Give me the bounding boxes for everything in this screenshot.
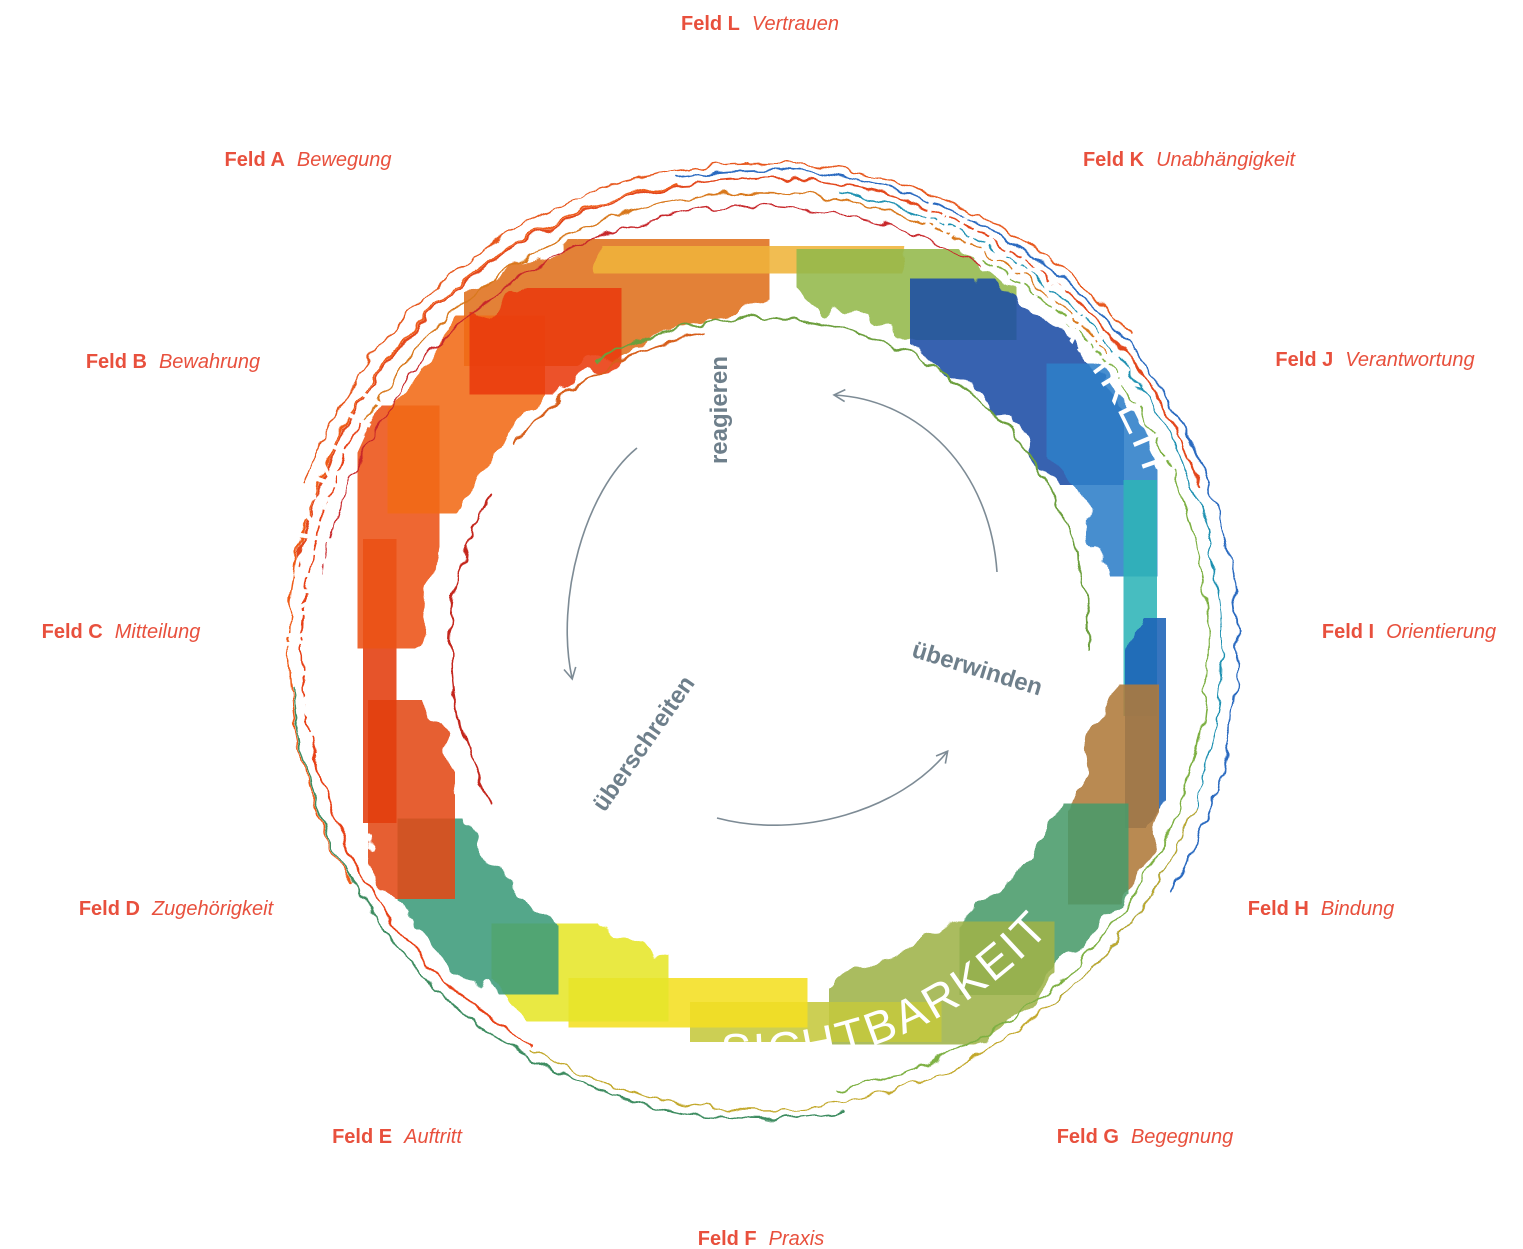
field-code: Feld F xyxy=(697,1228,757,1249)
field-label-k: Feld K Unabhängigkeit xyxy=(1083,148,1295,172)
field-label-b: Feld B Bewahrung xyxy=(86,350,260,374)
field-code: Feld G xyxy=(1056,1126,1119,1148)
band-segment xyxy=(436,248,655,435)
field-code: Feld A xyxy=(224,149,285,171)
swirl-line xyxy=(513,331,706,444)
field-name: Orientierung xyxy=(1386,621,1497,643)
swirl-line xyxy=(676,169,1239,888)
brush-strokes xyxy=(308,197,1200,1091)
field-name: Mitteilung xyxy=(114,621,201,643)
swirl-line xyxy=(837,259,1209,1090)
cycle-arrow xyxy=(832,388,998,573)
field-code: Feld B xyxy=(85,351,147,373)
field-name: Auftritt xyxy=(404,1126,462,1148)
swirl-line xyxy=(594,317,1091,649)
field-label-e: Feld E Auftritt xyxy=(332,1125,462,1149)
field-label-c: Feld C Mitteilung xyxy=(42,620,201,644)
swirl-line xyxy=(287,182,679,885)
field-code: Feld D xyxy=(78,898,140,920)
swirl-line xyxy=(324,205,982,572)
field-label-g: Feld G Begegnung xyxy=(1057,1125,1234,1149)
field-label-i: Feld I Orientierung xyxy=(1322,620,1496,644)
field-label-f: Feld F Praxis xyxy=(698,1227,824,1249)
cycle-arrows xyxy=(563,388,998,827)
cycle-word-ueberwinden: überwinden xyxy=(909,636,1046,701)
swirl-line xyxy=(301,418,532,1046)
field-name: Verantwortung xyxy=(1345,349,1475,371)
swirl-line xyxy=(303,162,1133,483)
field-name: Zugehörigkeit xyxy=(151,898,274,920)
field-name: Bewahrung xyxy=(158,351,261,373)
field-name: Bewegung xyxy=(296,149,392,171)
field-code: Feld I xyxy=(1321,621,1375,643)
field-code: Feld J xyxy=(1275,349,1334,371)
field-name: Bindung xyxy=(1320,898,1395,920)
swirl-lines xyxy=(287,162,1239,1119)
field-code: Feld C xyxy=(41,621,103,643)
cycle-word-ueberschreiten: überschreiten xyxy=(587,671,700,817)
swirl-line xyxy=(528,805,1195,1111)
field-label-l: Feld L Vertrauen xyxy=(681,12,839,36)
swirl-line xyxy=(449,492,493,804)
field-code: Feld H xyxy=(1247,898,1309,920)
field-label-d: Feld D Zugehörigkeit xyxy=(79,897,273,921)
field-name: Unabhängigkeit xyxy=(1156,149,1296,171)
field-code: Feld L xyxy=(681,13,740,35)
cycle-arrow xyxy=(563,447,638,681)
cycle-arrow xyxy=(716,749,949,827)
field-code: Feld K xyxy=(1082,149,1145,171)
swirl-line xyxy=(365,192,1110,422)
swirl-line xyxy=(296,176,1203,568)
field-label-a: Feld A Bewegung xyxy=(225,148,392,172)
field-name: Praxis xyxy=(768,1228,825,1249)
swirl-line xyxy=(290,688,843,1119)
cycle-word-reagieren: reagieren xyxy=(706,356,733,464)
field-label-j: Feld J Verantwortung xyxy=(1275,348,1474,372)
field-code: Feld E xyxy=(332,1126,393,1148)
field-label-h: Feld H Bindung xyxy=(1248,897,1395,921)
field-name: Vertrauen xyxy=(751,13,839,35)
field-name: Begegnung xyxy=(1130,1126,1234,1148)
